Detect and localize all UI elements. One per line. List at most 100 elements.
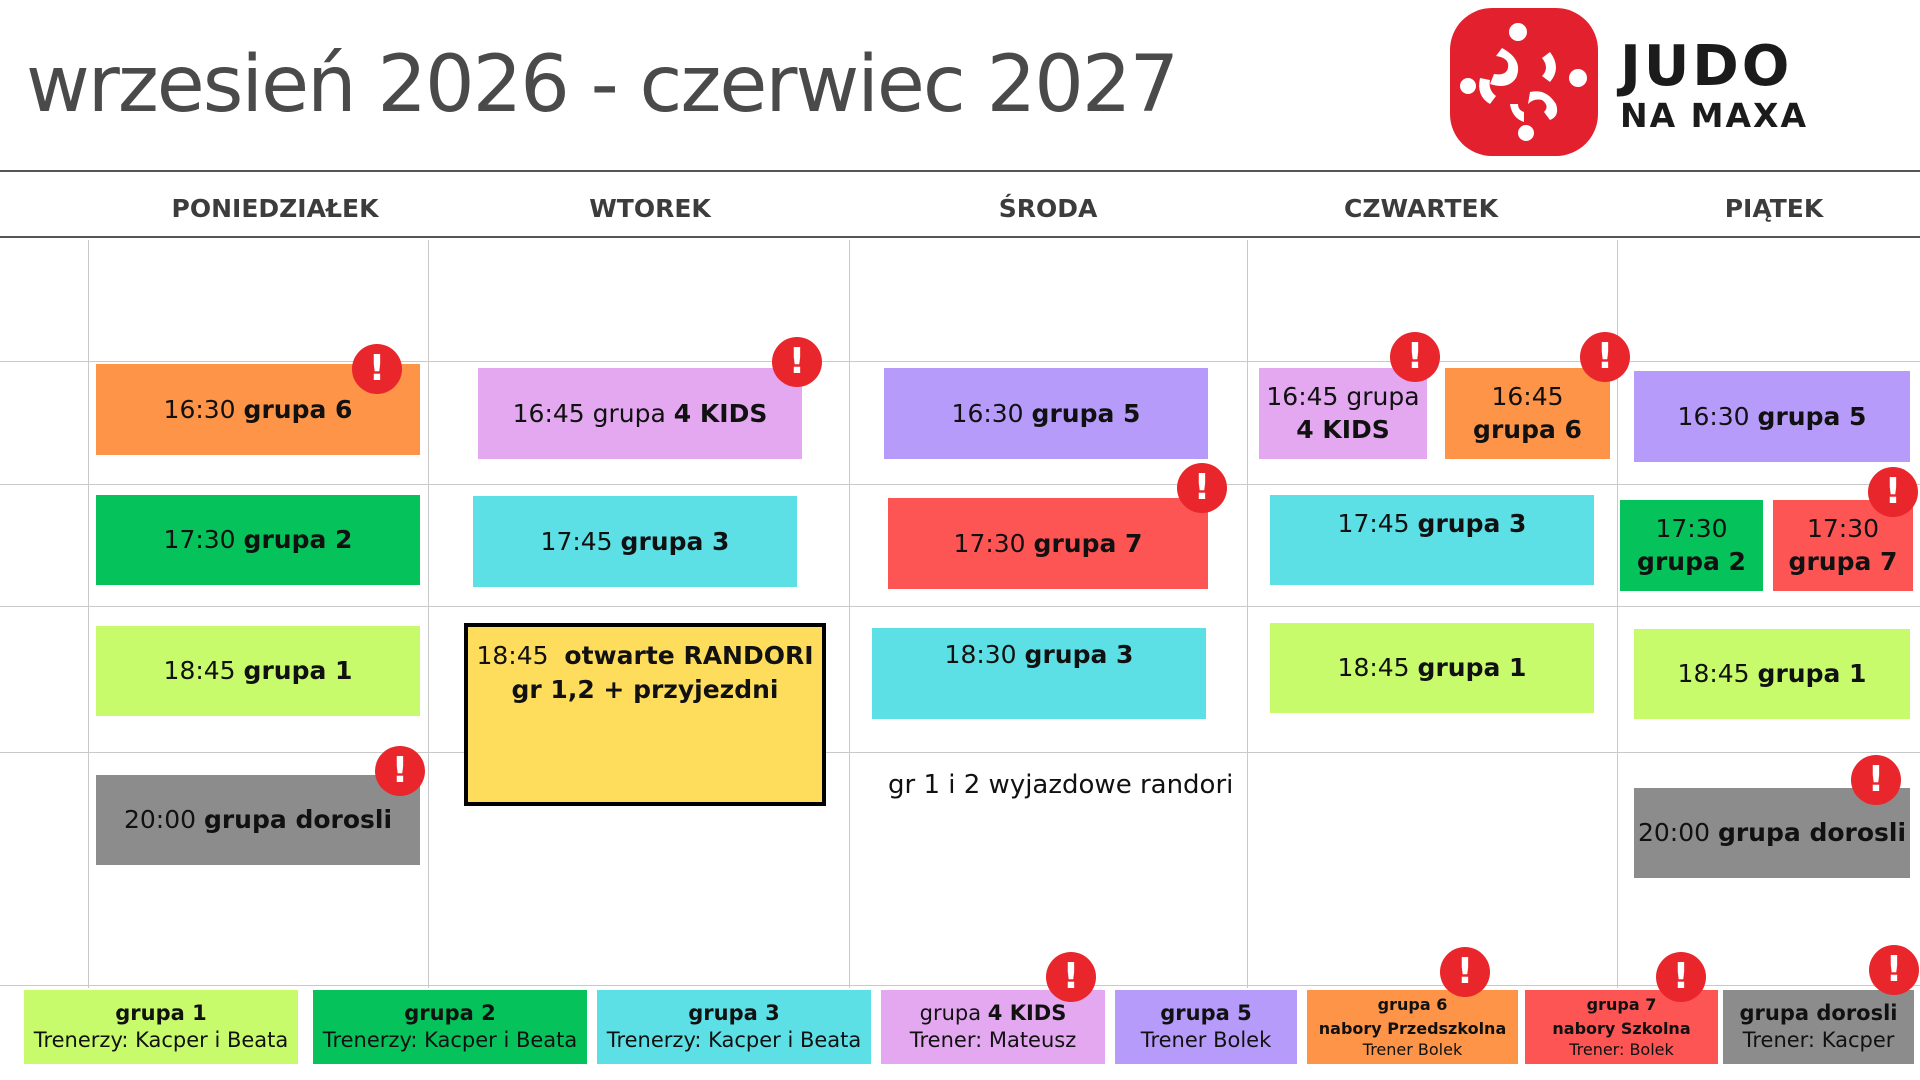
event-time: 16:30 [163, 394, 236, 424]
event-mon-1845-grupa1[interactable]: 18:45 grupa 1 [96, 626, 420, 716]
event-time: 18:30 [944, 640, 1017, 669]
event-time: 18:45 [1337, 653, 1410, 683]
alert-icon: ! [1390, 332, 1440, 382]
judo-na-maxa-logo: JUDO NA MAXA [1450, 8, 1850, 158]
legend-trainer: Trener Bolek [1140, 1028, 1272, 1052]
event-label: 18:45 grupa 1 [1338, 651, 1527, 685]
event-time: 17:30 [1655, 514, 1728, 543]
legend-group-name: grupa 6 [1377, 995, 1448, 1015]
grid-column-line [88, 240, 89, 988]
event-group: grupa 2 [1637, 546, 1746, 576]
event-label: 18:45 otwarte RANDORI [476, 639, 813, 673]
legend-trainer: Trener: Bolek [1569, 1039, 1674, 1059]
grid-row-line [0, 361, 1920, 362]
event-label: 18:45 grupa 1 [164, 654, 353, 688]
alert-icon: ! [772, 337, 822, 387]
day-header-tuesday: WTOREK [589, 194, 711, 223]
event-group: grupa 5 [1757, 401, 1867, 431]
event-wed-1630-grupa5[interactable]: 16:30 grupa 5 [884, 368, 1208, 459]
event-time: 17:45 [540, 526, 613, 556]
grid-row-line [0, 985, 1920, 986]
event-tue-1645-4kids[interactable]: 16:45 grupa 4 KIDS [478, 368, 802, 459]
event-wed-1730-grupa7[interactable]: 17:30 grupa 7 [888, 498, 1208, 589]
day-header-wednesday: ŚRODA [998, 194, 1098, 223]
logo-text-line1: JUDO [1620, 34, 1793, 99]
event-wed-1830-grupa3[interactable]: 18:30 grupa 3 [872, 628, 1206, 719]
event-group: grupa 3 [620, 526, 730, 556]
event-fri-1730-grupa7[interactable]: 17:30 grupa 7 [1773, 500, 1913, 591]
event-label-line2: grupa 7 [1789, 546, 1898, 579]
event-label-line2: grupa 2 [1637, 546, 1746, 579]
alert-icon: ! [352, 344, 402, 394]
event-mon-2000-dorosli[interactable]: 20:00 grupa dorosli [96, 775, 420, 865]
event-group: 4 KIDS [673, 398, 768, 428]
legend-grupa1: grupa 1 Trenerzy: Kacper i Beata [24, 990, 298, 1064]
grid-column-line [849, 240, 850, 988]
event-thu-1745-grupa3[interactable]: 17:45 grupa 3 [1270, 495, 1594, 585]
event-group: grupa 1 [1757, 659, 1867, 689]
legend-group-sub: nabory Przedszkolna [1318, 1018, 1507, 1038]
event-fri-1845-grupa1[interactable]: 18:45 grupa 1 [1634, 629, 1910, 719]
day-header-monday: PONIEDZIAŁEK [171, 194, 379, 223]
logo-emblem-icon [1450, 8, 1598, 156]
grid-row-line [0, 484, 1920, 485]
event-time: 17:30 [1806, 514, 1880, 543]
grid-row-line [0, 606, 1920, 607]
grid-row-line [0, 752, 1920, 753]
event-label: 16:45 grupa 4 KIDS [513, 397, 768, 431]
event-label: 17:30 grupa 7 [954, 527, 1143, 561]
event-thu-1645-4kids[interactable]: 16:45 grupa 4 KIDS [1259, 368, 1427, 459]
event-group: 4 KIDS [1296, 414, 1390, 444]
grid-column-line [428, 240, 429, 988]
event-tue-1745-grupa3[interactable]: 17:45 grupa 3 [473, 496, 797, 587]
event-group: grupa 1 [243, 656, 353, 686]
event-fri-2000-dorosli[interactable]: 20:00 grupa dorosli [1634, 788, 1910, 878]
event-label-line2: grupa 6 [1473, 414, 1582, 447]
event-label: 18:45 grupa 1 [1678, 657, 1867, 691]
event-fri-1630-grupa5[interactable]: 16:30 grupa 5 [1634, 371, 1910, 462]
event-label: 16:30 grupa 6 [164, 393, 353, 427]
alert-icon: ! [1177, 463, 1227, 513]
day-header-thursday: CZWARTEK [1344, 194, 1498, 223]
legend-grupa7: grupa 7 nabory Szkolna Trener: Bolek [1525, 990, 1718, 1064]
event-time: 16:30 [1677, 401, 1750, 431]
legend-trainer: Trener Bolek [1362, 1039, 1463, 1059]
event-group: grupa 3 [1417, 509, 1527, 538]
alert-icon: ! [1046, 952, 1096, 1002]
event-thu-1845-grupa1[interactable]: 18:45 grupa 1 [1270, 623, 1594, 713]
legend-group-name: grupa 5 [1160, 1000, 1252, 1025]
event-time: 18:45 [476, 641, 549, 670]
legend-trainer: Trenerzy: Kacper i Beata [33, 1028, 289, 1052]
alert-icon: ! [1868, 467, 1918, 517]
legend-trainer: Trenerzy: Kacper i Beata [322, 1028, 578, 1052]
legend-group-name: grupa dorosli [1739, 1000, 1898, 1025]
event-group: grupa 5 [1031, 398, 1141, 428]
event-label: 17:30 grupa 2 [164, 523, 353, 557]
alert-icon: ! [1869, 945, 1919, 995]
event-fri-1730-grupa2[interactable]: 17:30 grupa 2 [1620, 500, 1763, 591]
event-time: 17:30 [163, 525, 236, 555]
event-group: grupa 7 [1033, 528, 1143, 558]
legend-group-name: grupa 3 [688, 1000, 780, 1025]
event-tue-1845-randori[interactable]: 18:45 otwarte RANDORI gr 1,2 + przyjezdn… [464, 623, 826, 806]
event-group: grupa 2 [243, 525, 353, 555]
legend-group-name: grupa 2 [404, 1000, 496, 1025]
event-time: 17:45 [1337, 509, 1410, 538]
event-thu-1645-grupa6[interactable]: 16:45 grupa 6 [1445, 368, 1610, 459]
legend-group-sub: nabory Szkolna [1552, 1018, 1691, 1038]
legend-grupa3: grupa 3 Trenerzy: Kacper i Beata [597, 990, 871, 1064]
event-time: 20:00 [123, 805, 196, 835]
alert-icon: ! [1851, 755, 1901, 805]
wednesday-note: gr 1 i 2 wyjazdowe randori [888, 770, 1234, 800]
event-time: 18:45 [163, 656, 236, 686]
alert-icon: ! [1580, 332, 1630, 382]
legend-grupa2: grupa 2 Trenerzy: Kacper i Beata [313, 990, 587, 1064]
event-group: grupa 1 [1417, 653, 1527, 683]
event-mon-1730-grupa2[interactable]: 17:30 grupa 2 [96, 495, 420, 585]
legend-group-name: grupa 4 KIDS [920, 1000, 1067, 1027]
legend-dorosli: grupa dorosli Trener: Kacper [1723, 990, 1914, 1064]
event-group: grupa 6 [243, 394, 353, 424]
legend-grupa5: grupa 5 Trener Bolek [1115, 990, 1297, 1064]
alert-icon: ! [1440, 947, 1490, 997]
event-group: grupa 3 [1024, 640, 1134, 669]
